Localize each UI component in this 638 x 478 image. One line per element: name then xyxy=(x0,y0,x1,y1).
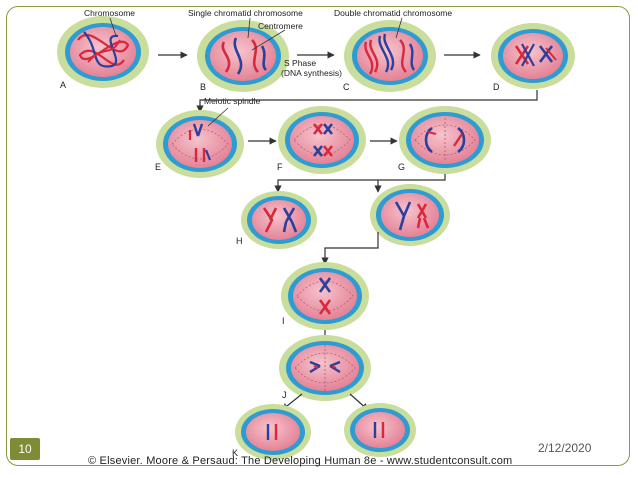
label-chromosome: Chromosome xyxy=(84,8,135,18)
stage-label-d: D xyxy=(493,82,500,92)
label-single-chromatid: Single chromatid chromosome xyxy=(188,8,303,18)
stage-label-c: C xyxy=(343,82,350,92)
label-double-chromatid: Double chromatid chromosome xyxy=(334,8,452,18)
label-s-phase: S Phase xyxy=(284,58,316,68)
arrow-secondary-i xyxy=(321,232,379,265)
label-meiotic-spindle: Meiotic spindle xyxy=(204,96,260,106)
label-dna-synthesis: (DNA synthesis) xyxy=(281,68,342,78)
stage-label-i: I xyxy=(282,316,285,326)
arrow-g-h xyxy=(274,174,446,193)
stage-label-k: K xyxy=(232,448,238,458)
cell-f xyxy=(278,106,366,174)
stage-label-a: A xyxy=(60,80,66,90)
slide-date: 2/12/2020 xyxy=(538,441,592,455)
cell-a xyxy=(57,16,149,88)
meiotic-spindle-pointer xyxy=(207,107,229,127)
cell-e xyxy=(156,110,244,178)
centromere-pointer xyxy=(251,29,286,51)
stage-label-j: J xyxy=(282,390,287,400)
cell-secondary-oocyte xyxy=(370,184,450,246)
cell-b xyxy=(197,20,289,92)
cell-j xyxy=(279,335,371,401)
stage-label-g: G xyxy=(398,162,405,172)
stage-label-b: B xyxy=(200,82,206,92)
cell-h xyxy=(241,191,317,249)
double-chromatid-pointer xyxy=(395,17,403,39)
stage-label-f: F xyxy=(277,162,283,172)
stage-label-h: H xyxy=(236,236,243,246)
cell-d xyxy=(491,23,575,89)
cell-polar-body xyxy=(344,403,416,457)
single-chromatid-pointer xyxy=(247,17,251,39)
page-number-badge: 10 xyxy=(10,438,40,460)
chromosome-pointer xyxy=(109,17,117,37)
stage-label-e: E xyxy=(155,162,161,172)
cell-g xyxy=(399,106,491,174)
copyright-credit: © Elsevier. Moore & Persaud: The Develop… xyxy=(88,455,513,467)
arrow-d-e xyxy=(196,90,538,113)
label-centromere: Centromere xyxy=(258,21,303,31)
cell-k xyxy=(235,404,311,460)
cell-c xyxy=(344,20,436,92)
cell-i xyxy=(281,262,369,330)
slide-frame xyxy=(6,6,630,466)
